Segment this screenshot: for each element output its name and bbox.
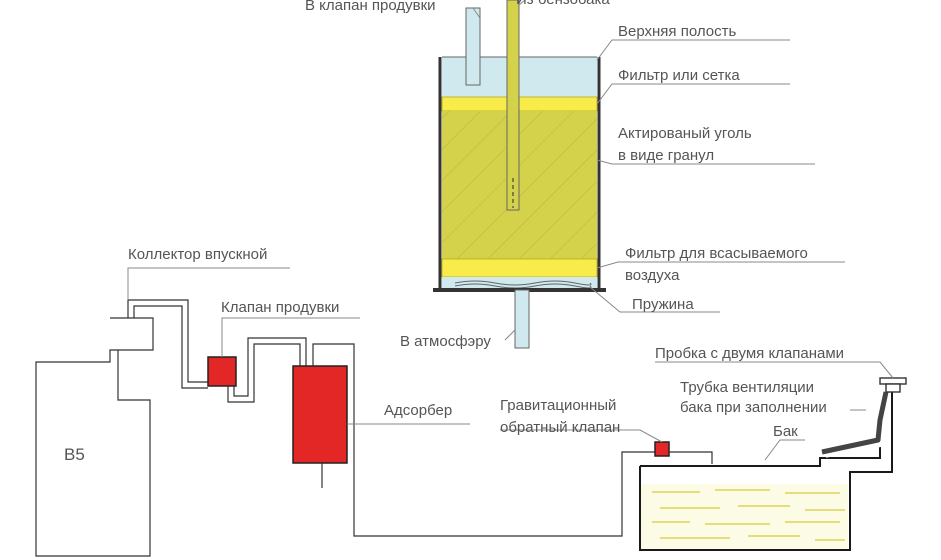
gravity-check-valve: [654, 441, 670, 457]
labels-top: В клапан продувки Из бензобака Верхняя п…: [305, 0, 808, 350]
label-spring: Пружина: [632, 296, 694, 313]
label-vent-tube-1: Трубка вентиляции: [680, 379, 814, 396]
lower-cavity: [442, 277, 597, 289]
label-adsorber: Адсорбер: [384, 402, 452, 419]
adsorber-body: [292, 365, 348, 464]
label-to-purge-valve: В клапан продувки: [305, 0, 436, 14]
label-upper-cavity: Верхняя полость: [618, 23, 736, 40]
filler-neck: [821, 391, 891, 458]
label-filter-or-mesh: Фильтр или сетка: [618, 67, 740, 84]
intake-air-filter: [441, 258, 598, 278]
purge-valve: [207, 356, 237, 387]
label-tank: Бак: [773, 423, 798, 440]
intake-manifold: [110, 267, 290, 389]
label-activated-carbon-2: в виде гранул: [618, 147, 714, 164]
inlet-pipe-tank: [506, 0, 520, 211]
label-to-atmosphere: В атмосфэру: [400, 333, 491, 350]
label-intake-filter-2: воздуха: [625, 267, 680, 284]
leader-lines-top: [472, 0, 845, 341]
label-intake-manifold: Коллектор впускной: [128, 246, 267, 263]
label-gravity-valve-1: Гравитационный: [500, 397, 616, 414]
label-engine: B5: [64, 445, 85, 464]
fuel-tank: [639, 388, 893, 551]
label-gravity-valve-2: обратный клапан: [500, 419, 620, 436]
filler-cap: [879, 377, 907, 393]
spring: [454, 280, 592, 289]
label-intake-filter-1: Фильтр для всасываемого: [625, 245, 808, 262]
label-purge-valve: Клапан продувки: [221, 299, 339, 316]
label-from-tank: Из бензобака: [516, 0, 610, 8]
atmosphere-pipe: [514, 289, 530, 349]
engine: B5: [35, 349, 151, 557]
label-vent-tube-2: бака при заполнении: [680, 399, 827, 416]
fuel-level-lines: [652, 489, 845, 541]
label-activated-carbon-1: Актированый уголь: [618, 125, 752, 142]
adsorber-cross-section: [433, 0, 606, 349]
label-cap-two-valves: Пробка с двумя клапанами: [655, 345, 844, 362]
outlet-pipe-purge: [465, 7, 481, 86]
